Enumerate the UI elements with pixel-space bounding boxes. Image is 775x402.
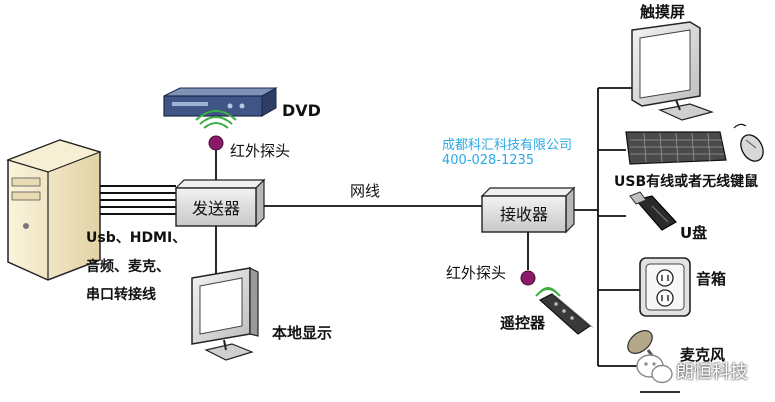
sender-box: 发送器 [174, 178, 266, 228]
cables-label-line2: 音频、麦克、 [86, 259, 170, 275]
network-cable-label: 网线 [350, 182, 381, 200]
keyboard-mouse-label: USB有线或者无线键鼠 [614, 174, 759, 190]
cables-label-line3: 串口转接线 [86, 287, 156, 303]
brand-logo-icon [636, 354, 673, 384]
brand-name: 朗恒科技 [676, 362, 748, 383]
local-display-label: 本地显示 [272, 324, 333, 342]
usb-drive-label: U盘 [680, 224, 708, 242]
receiver-label: 接收器 [500, 205, 548, 224]
dvd-player-icon [163, 87, 278, 117]
ir-probe-right-icon [520, 270, 561, 297]
sender-label: 发送器 [192, 199, 240, 218]
receiver-box: 接收器 [480, 186, 576, 234]
microphone-label: 麦克风 [680, 346, 726, 364]
keyboard-icon [625, 131, 727, 165]
mouse-icon [733, 123, 764, 162]
speaker-label: 音箱 [696, 270, 727, 288]
cables-label-line1: Usb、HDMI、 [86, 230, 187, 246]
ir-probe-right-label: 红外探头 [446, 264, 507, 282]
remote-control-icon [538, 293, 594, 335]
watermark-company: 成都科汇科技有限公司 [442, 138, 573, 153]
watermark-phone: 400-028-1235 [442, 153, 535, 168]
ir-probe-left-label: 红外探头 [230, 142, 291, 160]
touchscreen-monitor-icon [631, 21, 714, 121]
touchscreen-label: 触摸屏 [640, 3, 686, 21]
remote-label: 遥控器 [500, 314, 546, 332]
ir-probe-left-icon [195, 110, 237, 151]
speaker-icon [639, 257, 691, 317]
dvd-label: DVD [282, 101, 321, 120]
local-display-monitor-icon [191, 267, 259, 361]
cable-bundle [100, 185, 176, 215]
usb-drive-icon [629, 191, 677, 231]
pc-tower-icon [6, 139, 102, 281]
peripheral-bus [597, 87, 650, 367]
